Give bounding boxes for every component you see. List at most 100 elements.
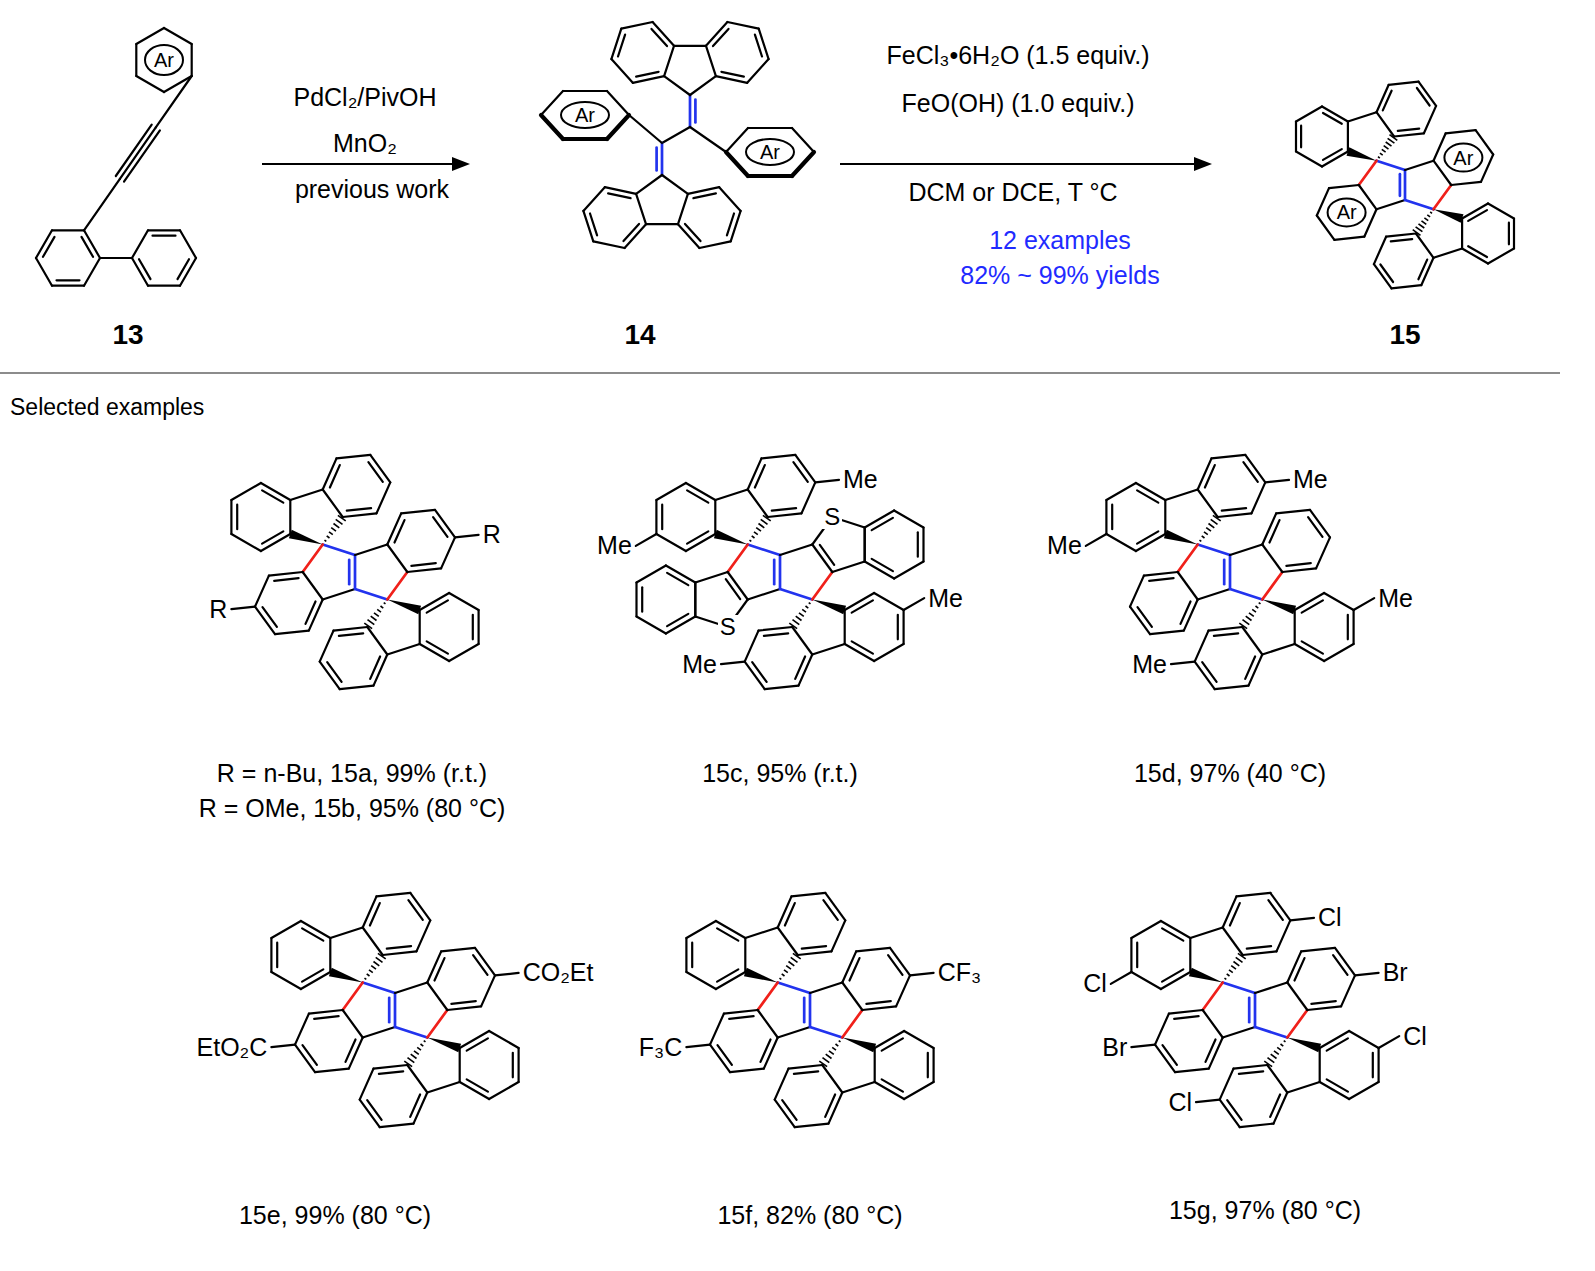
bond: [52, 229, 84, 231]
bond: [1417, 88, 1430, 106]
bond: [755, 465, 765, 487]
bond: [1286, 563, 1310, 566]
bond: [427, 600, 448, 612]
bond: [1317, 216, 1335, 240]
substituent-label: Me: [1292, 467, 1329, 492]
bond: [856, 948, 890, 952]
bond: [765, 686, 799, 690]
bond: [495, 973, 519, 976]
hashed-bond: [367, 974, 370, 976]
bond: [512, 1053, 514, 1078]
bond: [1274, 1093, 1288, 1124]
bond: [1215, 686, 1249, 690]
bond: [652, 29, 668, 46]
bond: [1196, 1100, 1220, 1103]
hashed-bond: [1204, 532, 1208, 535]
bond: [1287, 1082, 1319, 1093]
aromatic-ring-circle: [746, 139, 794, 165]
bond: [271, 1045, 295, 1048]
hashed-bond: [368, 620, 375, 625]
bond: [710, 1014, 724, 1045]
wedge-bond: [714, 530, 748, 545]
bond: [656, 534, 686, 551]
reaction-condition: FeCl₃•6H₂O (1.5 equiv.): [887, 43, 1150, 68]
bond: [674, 45, 706, 47]
hashed-bond: [1200, 540, 1202, 541]
bond: [761, 1040, 771, 1062]
aryl-label: Ar: [1337, 202, 1357, 222]
bond: [1195, 631, 1209, 662]
bond: [1106, 483, 1136, 500]
bond: [715, 490, 747, 501]
bond: [1383, 91, 1392, 111]
bond: [1252, 482, 1266, 513]
hashed-bond: [325, 540, 327, 541]
bond: [1086, 534, 1107, 546]
bond: [1165, 490, 1197, 501]
bond: [1203, 1010, 1223, 1038]
bond: [844, 610, 846, 644]
bond: [343, 983, 363, 1011]
bond: [1267, 1065, 1287, 1093]
bond: [694, 583, 696, 617]
bond: [459, 1048, 461, 1082]
bond: [255, 576, 269, 607]
bond: [43, 237, 55, 257]
bond: [1198, 545, 1230, 556]
bond: [343, 513, 377, 517]
bond: [330, 928, 362, 939]
bond: [1294, 610, 1296, 644]
bond: [864, 528, 866, 562]
bond: [1319, 1048, 1321, 1082]
substituent-label: CF₃: [937, 960, 983, 985]
bond: [747, 59, 768, 83]
bond: [1169, 1010, 1203, 1014]
structures: [36, 22, 1514, 1127]
reaction-condition: PdCl₂/PivOH: [293, 85, 436, 110]
bond: [782, 1100, 796, 1120]
bond: [882, 1038, 903, 1050]
bond: [607, 91, 629, 115]
bond: [1295, 958, 1305, 980]
bond: [1277, 920, 1291, 951]
aryl-label: Ar: [575, 105, 595, 125]
separator-line: [0, 372, 1560, 374]
bond: [662, 127, 690, 143]
bond: [636, 194, 646, 224]
bond: [1262, 644, 1294, 655]
bond: [792, 128, 814, 152]
bond: [136, 28, 164, 44]
hashed-bond: [384, 603, 386, 604]
bond: [1307, 1006, 1341, 1010]
bond: [309, 1010, 343, 1014]
bond: [842, 983, 862, 1011]
bond: [408, 900, 422, 920]
bond: [607, 115, 629, 139]
bond: [449, 644, 479, 661]
bond: [1209, 627, 1243, 631]
bond: [1163, 1045, 1177, 1065]
bond: [748, 127, 792, 129]
bond: [1329, 185, 1359, 188]
hashed-bond: [1211, 519, 1218, 524]
bond: [1302, 641, 1323, 653]
substituent-label: R: [482, 522, 502, 547]
bond: [1334, 237, 1364, 240]
hashed-bond: [791, 957, 798, 962]
bond: [667, 614, 688, 626]
bond: [872, 559, 893, 571]
bond: [387, 572, 407, 600]
bond: [1229, 555, 1232, 589]
bond: [1178, 545, 1198, 573]
bond: [481, 975, 495, 1006]
example-caption: R = OMe, 15b, 95% (80 °C): [199, 796, 506, 821]
bond: [517, 1048, 519, 1082]
bond: [1203, 983, 1223, 1011]
bond: [295, 1014, 309, 1045]
bond: [290, 490, 322, 501]
bond: [84, 179, 120, 230]
bond: [904, 1082, 934, 1099]
bond: [646, 223, 678, 225]
bond: [563, 137, 607, 141]
